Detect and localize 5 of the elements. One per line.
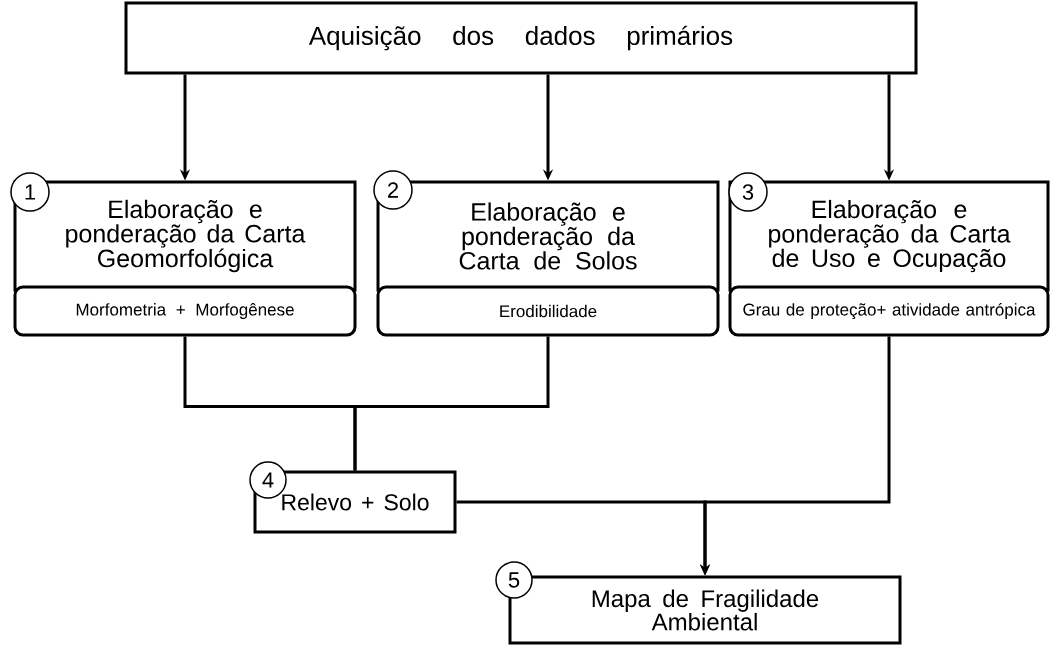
connector: [353, 336, 550, 471]
sub-box: Morfometria + Morfogênese: [13, 285, 357, 337]
sub-box: Erodibilidade: [376, 285, 720, 337]
sub-box: Grau de proteção+ atividade antrópica: [728, 285, 1050, 337]
process-box: Aquisição dos dados primários: [124, 1, 918, 75]
